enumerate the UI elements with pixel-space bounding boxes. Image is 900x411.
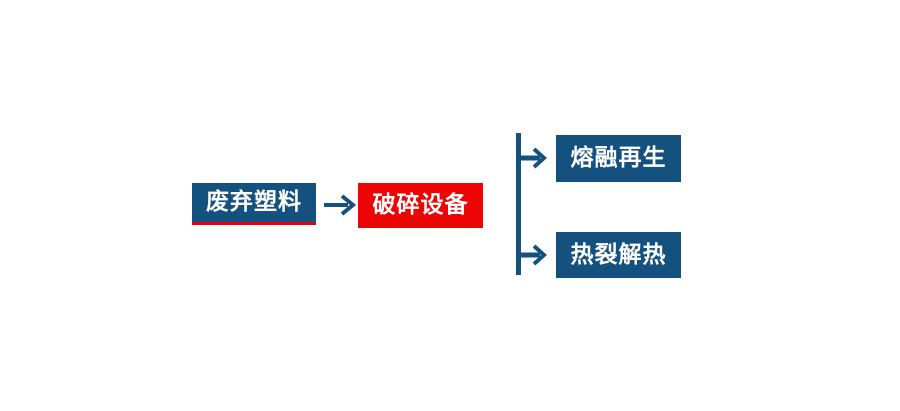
node-pyrolysis-heat[interactable]: 热裂解热 bbox=[556, 232, 681, 278]
node-waste-plastic[interactable]: 废弃塑料 bbox=[192, 183, 316, 225]
node-crusher-equipment[interactable]: 破碎设备 bbox=[358, 183, 483, 228]
arrow-right-icon bbox=[320, 186, 360, 224]
node-melt-regeneration[interactable]: 熔融再生 bbox=[556, 135, 681, 182]
node-pyrolysis-heat-label: 热裂解热 bbox=[570, 241, 667, 268]
node-crusher-equipment-label: 破碎设备 bbox=[372, 192, 469, 218]
node-waste-plastic-label: 废弃塑料 bbox=[206, 188, 302, 215]
branch-arrow-icon bbox=[505, 125, 565, 285]
node-melt-regeneration-label: 熔融再生 bbox=[570, 145, 667, 171]
